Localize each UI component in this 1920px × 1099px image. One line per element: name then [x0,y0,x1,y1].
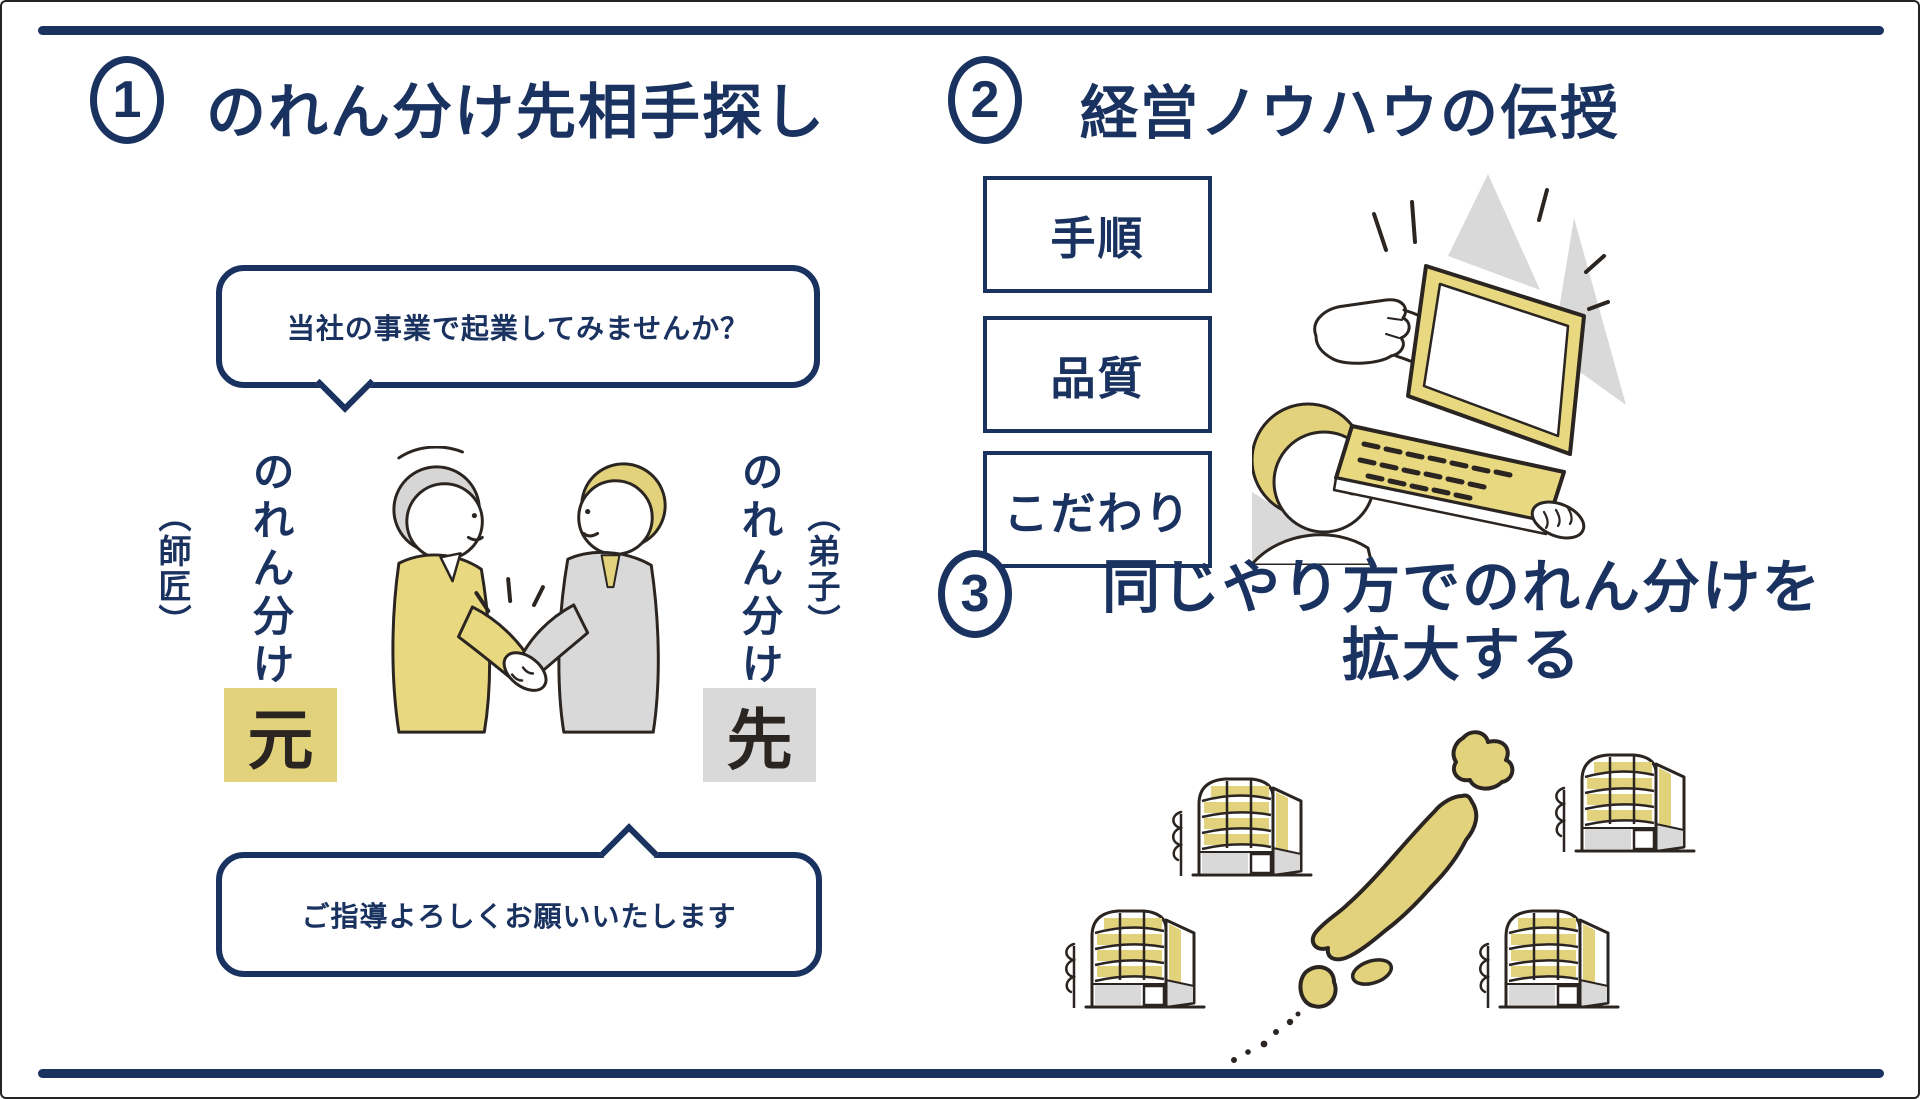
japan-map-illustration [1220,724,1545,1069]
knowhow-item-procedure: 手順 [983,176,1212,293]
step-1-badge: 1 [90,56,164,144]
step-3-badge: 3 [938,550,1012,638]
top-divider-bar [38,26,1884,35]
step-2-badge: 2 [948,56,1022,144]
speech-bubble-reply: ご指導よろしくお願いいたします [216,852,822,977]
step-3-title-line1: 同じやり方でのれん分けを [1101,555,1822,620]
japan-map-icon [1231,730,1515,1063]
step-2-title: 経営ノウハウの伝授 [1080,81,1621,146]
master-role-badge: 元 [224,688,337,782]
building-icon [1167,768,1317,891]
apprentice-role-label: のれん分け [736,450,783,690]
step-3-number: 3 [960,565,990,623]
step-3-title-line2: 拡大する [1341,623,1582,688]
laptop-presentation-illustration [1249,160,1632,570]
building-icon [1474,900,1624,1023]
apprentice-role-sub-label: （弟子） [803,499,840,639]
speech-bubble-reply-text: ご指導よろしくお願いいたします [301,900,737,932]
knowhow-item-label: こだわり [1003,488,1192,539]
knowhow-item-label: 手順 [1050,213,1145,264]
knowhow-item-label: 品質 [1050,353,1145,404]
knowhow-item-commitment: こだわり [983,451,1212,568]
laptop-icon [1249,174,1626,567]
master-role-label: のれん分け [247,450,294,690]
step-1-number: 1 [112,71,142,129]
building-icon [1060,900,1210,1023]
step-1-title: のれん分け先相手探し [206,79,826,146]
bottom-divider-bar [38,1069,1884,1078]
apprentice-role-badge: 先 [703,688,816,782]
handshake-illustration [362,445,707,763]
handshake-icon [391,445,667,734]
apprentice-role-badge-text: 先 [726,703,793,777]
knowhow-item-quality: 品質 [983,316,1212,433]
speech-bubble-invite: 当社の事業で起業してみませんか？ [216,265,820,388]
master-role-sub-label: （師匠） [154,499,191,639]
step-3-title: 同じやり方でのれん分けを 拡大する [1022,554,1902,690]
building-icon [1550,744,1700,867]
step-2-number: 2 [970,71,1000,129]
master-role-badge-text: 元 [247,703,314,777]
speech-bubble-invite-text: 当社の事業で起業してみませんか？ [286,312,750,344]
